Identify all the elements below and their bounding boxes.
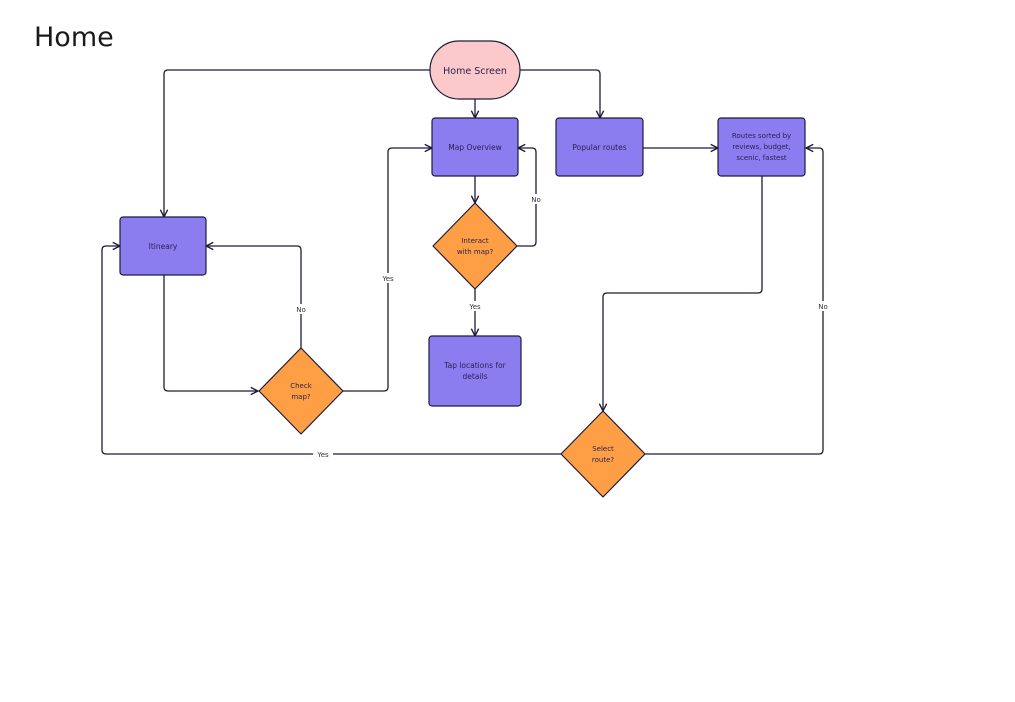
node-interact-line-1: Interact [461,237,489,245]
edge-label-select-yes: Yes [316,451,329,459]
connectors [101,69,824,455]
edge-label-check-no: No [296,306,306,314]
page-title: Home [34,22,114,53]
node-check-map[interactable]: Check map? [258,347,344,435]
edge-select-yes [101,246,561,455]
node-tap-locations-line-1: Tap locations for [443,361,506,370]
node-home-screen-label: Home Screen [443,66,507,77]
node-routes-sorted-line-1: Routes sorted by [732,132,791,140]
node-routes-sorted-line-3: scenic, fastest [736,154,787,162]
node-map-overview[interactable]: Map Overview [431,117,519,177]
node-tap-locations-line-2: details [463,372,488,381]
node-tap-locations[interactable]: Tap locations for details [428,335,522,407]
edge-sorted-to-select [603,176,763,411]
node-select-route-line-1: Select [592,445,614,453]
node-home-screen[interactable]: Home Screen [429,40,521,100]
node-map-overview-label: Map Overview [448,143,502,152]
node-check-map-line-1: Check [290,382,312,390]
edge-label-check-yes: Yes [381,275,394,283]
edge-itineary-to-check [163,275,258,391]
edge-labels: No Yes No Yes No Yes [294,194,830,459]
edge-check-yes [343,148,432,392]
edge-label-interact-no: No [531,196,541,204]
node-select-route-line-2: route? [592,456,614,464]
node-check-map-line-2: map? [291,393,311,401]
node-routes-sorted[interactable]: Routes sorted by reviews, budget, scenic… [717,117,806,177]
node-interact-with-map[interactable]: Interact with map? [432,202,518,290]
node-itineary-label: Itineary [149,242,178,251]
node-routes-sorted-line-2: reviews, budget, [732,143,790,151]
node-popular-routes[interactable]: Popular routes [555,117,644,177]
edge-select-no [645,148,824,455]
node-popular-routes-label: Popular routes [572,143,626,152]
edge-label-interact-yes: Yes [468,303,481,311]
edge-label-select-no: No [818,303,828,311]
edge-check-no [206,246,302,348]
node-select-route[interactable]: Select route? [560,410,646,498]
edge-home-to-popular [520,69,600,118]
edge-home-to-itineary [164,69,430,217]
node-itineary[interactable]: Itineary [119,216,207,276]
node-interact-line-2: with map? [457,248,494,256]
